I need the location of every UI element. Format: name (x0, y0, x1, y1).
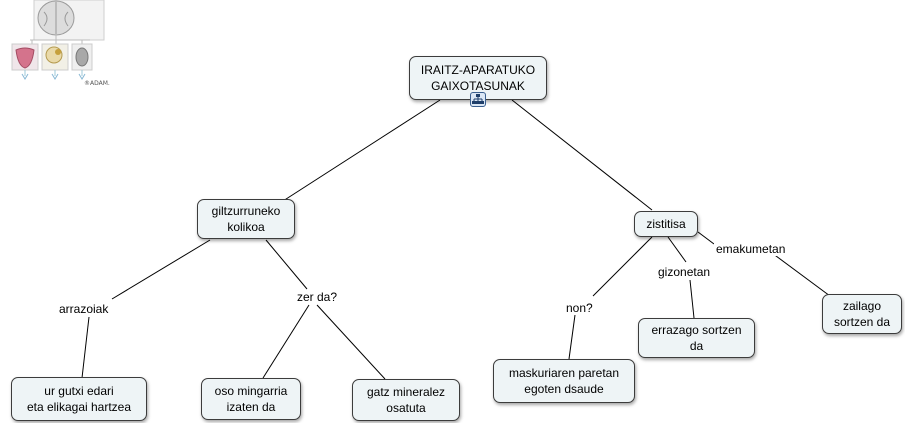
node-men-result[interactable]: errazago sortzen da (638, 318, 755, 358)
node-colic[interactable]: giltzurruneko kolikoa (197, 199, 295, 239)
node-root-label: IRAITZ-APARATUKO GAIXOTASUNAK (420, 63, 536, 93)
node-painful-label: oso mingarria izaten da (214, 384, 288, 414)
node-bladder-walls-label: maskuriaren paretan egoten dsaude (508, 366, 620, 396)
node-men-result-label: errazago sortzen da (651, 323, 742, 353)
link-label-where[interactable]: non? (564, 301, 595, 315)
node-cause-result-label: ur gutxi edari eta elikagai hartzea (26, 384, 132, 414)
thumbnail-credit: ®ADAM. (84, 80, 110, 87)
anatomy-thumbnail-image (11, 0, 105, 80)
node-cause-result[interactable]: ur gutxi edari eta elikagai hartzea (11, 377, 147, 421)
node-colic-label: giltzurruneko kolikoa (211, 204, 281, 234)
concept-map-link-icon[interactable] (470, 92, 486, 107)
node-bladder-walls[interactable]: maskuriaren paretan egoten dsaude (493, 359, 635, 403)
node-cystitis[interactable]: zistitisa (634, 211, 698, 237)
node-painful[interactable]: oso mingarria izaten da (201, 378, 301, 420)
link-label-what-is[interactable]: zer da? (295, 290, 340, 304)
node-cystitis-label: zistitisa (646, 217, 686, 231)
node-women-result[interactable]: zailago sortzen da (822, 294, 902, 334)
node-minerals[interactable]: gatz mineralez osatuta (352, 379, 460, 421)
link-label-causes[interactable]: arrazoiak (57, 302, 111, 316)
link-label-men[interactable]: gizonetan (656, 265, 713, 279)
node-women-result-label: zailago sortzen da (833, 299, 891, 329)
node-minerals-label: gatz mineralez osatuta (366, 385, 446, 415)
link-label-women[interactable]: emakumetan (714, 242, 788, 256)
